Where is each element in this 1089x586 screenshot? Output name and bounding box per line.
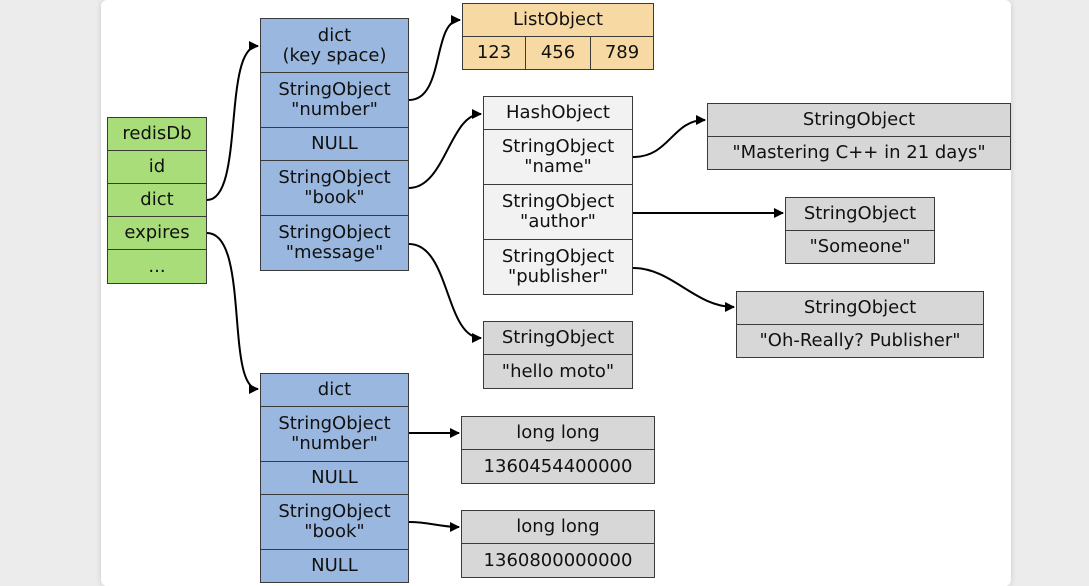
hash-field-publisher: StringObject "publisher" <box>483 239 633 295</box>
arrow-expires-to-expires-dict <box>206 232 259 394</box>
keyspace-entry-number: StringObject "number" <box>260 72 409 128</box>
redisdb-dict-field: dict <box>107 183 207 217</box>
hash-field-author: StringObject "author" <box>483 184 633 240</box>
hash-field-name: StringObject "name" <box>483 129 633 185</box>
keyspace-entry-book: StringObject "book" <box>260 160 409 216</box>
keyspace-entry-null: NULL <box>260 127 409 161</box>
expires-entry-number: StringObject "number" <box>260 406 409 462</box>
redisdb-ellipsis-field: ... <box>107 249 207 284</box>
arrow-message-to-string <box>408 243 482 343</box>
keyspace-entry-message: StringObject "message" <box>260 215 409 271</box>
arrow-name-to-string <box>632 115 706 158</box>
list-item: 456 <box>525 36 591 70</box>
publisher-value-text: "Oh-Really? Publisher" <box>736 324 984 358</box>
list-item: 123 <box>462 36 526 70</box>
list-object-header: ListObject <box>462 3 654 37</box>
author-value-header: StringObject <box>785 197 935 231</box>
expire-book-header: long long <box>461 510 655 544</box>
name-value-text: "Mastering C++ in 21 days" <box>707 136 1011 170</box>
expires-entry-null: NULL <box>260 549 409 583</box>
expire-book-value: 1360800000000 <box>461 543 655 578</box>
arrow-expire-book <box>408 521 460 532</box>
message-value-text: "hello moto" <box>483 354 633 389</box>
expire-number-value: 1360454400000 <box>461 449 655 484</box>
expire-number-header: long long <box>461 416 655 450</box>
arrow-dict-to-keyspace <box>206 41 259 201</box>
arrow-publisher-to-string <box>632 267 735 312</box>
redisdb-header: redisDb <box>107 117 207 151</box>
redisdb-expires-field: expires <box>107 216 207 250</box>
hash-object-header: HashObject <box>483 96 633 130</box>
expires-entry-book: StringObject "book" <box>260 494 409 550</box>
list-item: 789 <box>590 36 654 70</box>
keyspace-dict-header: dict (key space) <box>260 18 409 73</box>
publisher-value-header: StringObject <box>736 291 984 325</box>
arrow-number-to-list <box>408 15 461 101</box>
arrow-book-to-hash <box>408 109 482 189</box>
expires-entry-null: NULL <box>260 461 409 495</box>
message-value-header: StringObject <box>483 321 633 355</box>
author-value-text: "Someone" <box>785 230 935 264</box>
